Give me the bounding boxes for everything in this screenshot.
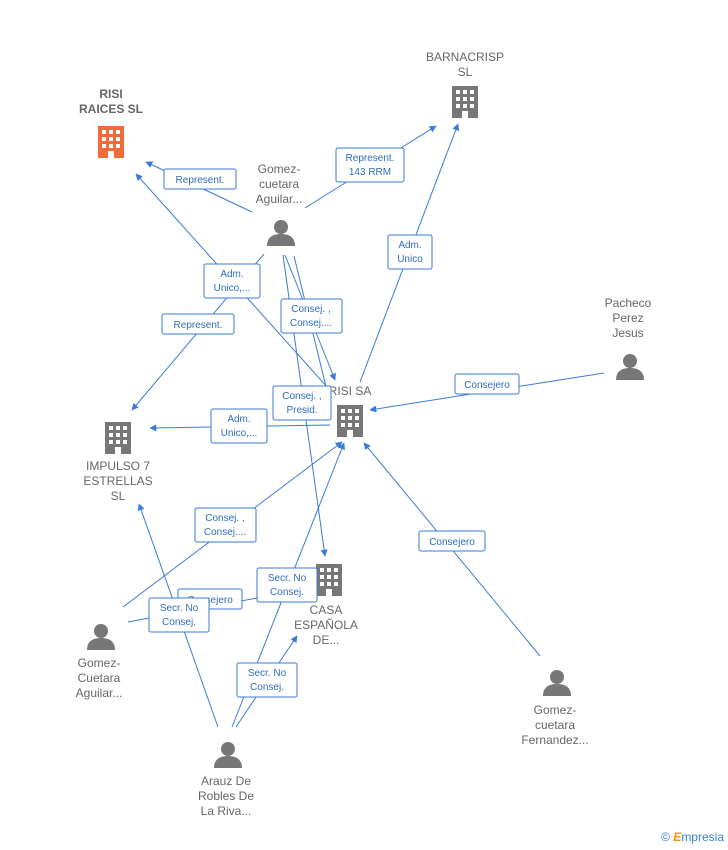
edge-label-line: Consej.: [270, 587, 304, 598]
edge-label-consej-consej[interactable]: Consej. , Consej....: [194, 507, 257, 543]
edge-label-line: Unico,...: [221, 428, 258, 439]
edge-label-adm-unico[interactable]: Adm. Unico,...: [203, 263, 261, 299]
edge-label-line: Adm.: [227, 414, 250, 425]
node-casa-espanola[interactable]: CASA ESPAÑOLA DE...: [294, 564, 358, 647]
copyright-icon: ©: [661, 830, 670, 844]
edge-label-line: Secr. No: [268, 573, 307, 584]
edge-label-consej-consej[interactable]: Consej. , Consej....: [280, 298, 343, 334]
node-label-line: Gomez-: [534, 703, 577, 717]
edge-label-line: Adm.: [220, 269, 243, 280]
node-label-line: RISI: [99, 87, 122, 101]
node-impulso-7[interactable]: IMPULSO 7 ESTRELLAS SL: [83, 422, 153, 503]
edge-label-consej-presid[interactable]: Consej. , Presid.: [272, 385, 332, 421]
node-label-line: Aguilar...: [256, 192, 303, 206]
person-icon: [267, 220, 295, 246]
edge-label-line: 143 RRM: [349, 167, 391, 178]
node-label-line: ESPAÑOLA: [294, 618, 358, 632]
node-label-line: Aguilar...: [76, 686, 123, 700]
node-label-line: ESTRELLAS: [83, 474, 152, 488]
person-icon: [214, 742, 242, 768]
node-person-arauz[interactable]: Arauz De Robles De La Riva...: [198, 742, 254, 818]
node-label-line: cuetara: [259, 177, 299, 191]
node-label-line: SL: [111, 489, 126, 503]
edge-label-line: Adm.: [398, 240, 421, 251]
node-label-line: SL: [458, 65, 473, 79]
node-label-line: cuetara: [535, 718, 575, 732]
edge-label-secr-no-consej[interactable]: Secr. No Consej.: [236, 662, 298, 698]
node-label-line: Perez: [612, 311, 643, 325]
node-label-line: Cuetara: [78, 671, 121, 685]
brand-initial: E: [673, 830, 682, 844]
edge-label-line: Represent.: [346, 153, 395, 164]
edge-label-line: Consej.: [250, 682, 284, 693]
node-label-line: Arauz De: [201, 774, 251, 788]
edge-label-line: Consejero: [429, 537, 475, 548]
edge-label-line: Represent.: [174, 320, 223, 331]
building-icon: [337, 405, 363, 437]
person-icon: [543, 670, 571, 696]
edge-label-line: Consej. ,: [205, 513, 244, 524]
edge-label-line: Represent.: [176, 175, 225, 186]
edge-label-line: Secr. No: [160, 603, 199, 614]
node-label-line: CASA: [310, 603, 343, 617]
edge-label-secr-no-consej[interactable]: Secr. No Consej.: [256, 567, 318, 603]
edge-label-line: Consej.: [162, 617, 196, 628]
node-label-line: Robles De: [198, 789, 254, 803]
edge-label-line: Secr. No: [248, 668, 287, 679]
node-barnacrisp[interactable]: BARNACRISP SL: [426, 50, 504, 118]
edge-label-consejero[interactable]: Consejero: [454, 373, 520, 395]
edge-label-line: Consejero: [187, 595, 233, 606]
person-icon: [616, 354, 644, 380]
node-label-line: Jesus: [612, 326, 643, 340]
edge-label-adm-unico[interactable]: Adm. Unico,...: [210, 408, 268, 444]
person-icon: [87, 624, 115, 650]
building-icon: [98, 126, 124, 158]
building-icon: [316, 564, 342, 596]
edge-label-line: Presid.: [286, 405, 317, 416]
node-label-line: Pacheco: [605, 296, 652, 310]
edge-label-line: Consejero: [464, 380, 510, 391]
edge-label-line: Consej....: [290, 318, 332, 329]
node-person-gomez-aguilar-1[interactable]: Gomez- cuetara Aguilar...: [256, 162, 303, 246]
node-label-line: IMPULSO 7: [86, 459, 150, 473]
edge-label-secr-no-consej[interactable]: Secr. No Consej.: [148, 597, 210, 633]
edge-label-line: Consej. ,: [282, 391, 321, 402]
node-risi-sa[interactable]: RISI SA: [329, 384, 372, 437]
empresia-logo[interactable]: © Empresia: [661, 830, 724, 844]
edge-label-represent-143-rrm[interactable]: Represent. 143 RRM: [335, 147, 405, 183]
node-label-line: DE...: [313, 633, 340, 647]
edge-label-represent[interactable]: Represent.: [161, 313, 235, 335]
edge-lines: [122, 123, 605, 728]
building-icon: [452, 86, 478, 118]
building-icon: [105, 422, 131, 454]
edge-label-line: Unico,...: [214, 283, 251, 294]
node-label-line: Fernandez...: [521, 733, 588, 747]
edge-label-line: Consej....: [204, 527, 246, 538]
node-label-line: BARNACRISP: [426, 50, 504, 64]
edge-label-adm-unico[interactable]: Adm. Unico: [387, 234, 433, 270]
node-label-line: RISI SA: [329, 384, 372, 398]
node-risi-raices[interactable]: RISI RAICES SL: [79, 87, 143, 158]
brand-name: mpresia: [681, 830, 724, 844]
node-person-gomez-aguilar-2[interactable]: Gomez- Cuetara Aguilar...: [76, 624, 123, 700]
node-person-gomez-fernandez[interactable]: Gomez- cuetara Fernandez...: [521, 670, 589, 747]
node-person-pacheco[interactable]: Pacheco Perez Jesus: [605, 296, 652, 380]
node-label-line: RAICES SL: [79, 102, 143, 116]
edge-label-consejero[interactable]: Consejero: [418, 530, 486, 552]
node-label-line: Gomez-: [258, 162, 301, 176]
edge-label-line: Consej. ,: [291, 304, 330, 315]
node-label-line: Gomez-: [78, 656, 121, 670]
node-label-line: La Riva...: [201, 804, 252, 818]
edge-label-line: Unico: [397, 254, 423, 265]
edge-label-represent[interactable]: Represent.: [163, 168, 237, 190]
